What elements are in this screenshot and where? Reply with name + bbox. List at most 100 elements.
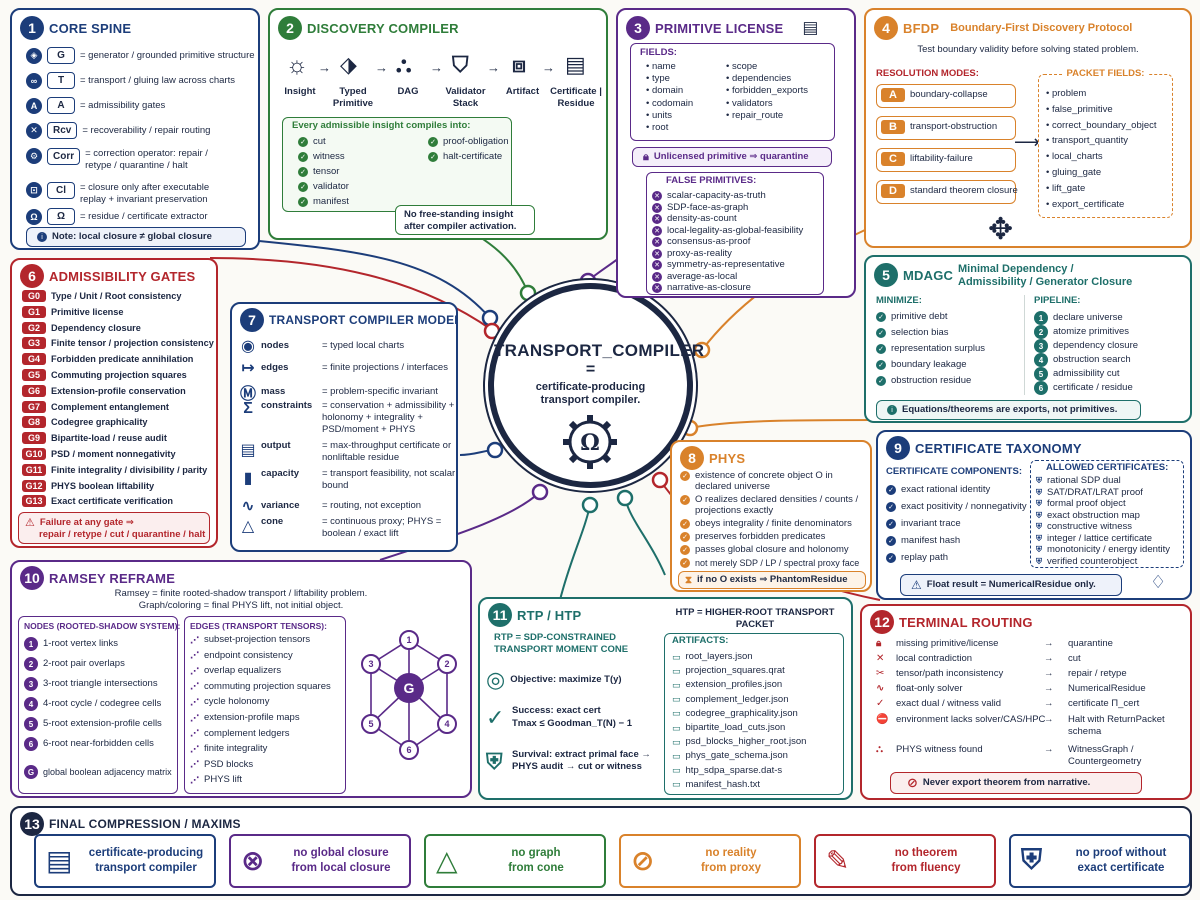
section-subtitle: Boundary-First Discovery Protocol	[950, 21, 1133, 34]
maxim-line: no global closure	[293, 847, 389, 859]
gate-text: Exact certificate verification	[51, 496, 174, 507]
gate-failure-note: ⚠Failure at any gate ⇒ repair / retype /…	[18, 512, 210, 544]
gate-text: Primitive license	[51, 306, 124, 317]
artifacts-title: ARTIFACTS:	[672, 635, 729, 646]
spine-text: = closure only after executable replay +…	[80, 182, 210, 205]
section-title: RAMSEY REFRAME	[49, 570, 176, 586]
spine-text: = recoverability / repair routing	[82, 124, 211, 136]
pipeline-step: declare universe	[1053, 312, 1123, 323]
check-icon: ✓	[876, 360, 886, 370]
compile-item: manifest	[313, 196, 349, 207]
routing-outcome: NumericalResidue	[1068, 683, 1146, 694]
panel-phys: 8 PHYS ✓existence of concrete object O i…	[670, 440, 872, 592]
ramsey-desc: Graph/coloring = final PHYS lift, not in…	[138, 600, 344, 611]
x-icon: ✕	[652, 283, 662, 293]
components-title: CERTIFICATE COMPONENTS:	[886, 466, 1022, 477]
field-item: • dependencies	[726, 73, 792, 85]
edge-item: PHYS lift	[204, 774, 243, 786]
gate-text: Type / Unit / Root consistency	[51, 291, 182, 301]
check-icon: ✓	[886, 502, 896, 512]
check-icon: ✓	[298, 137, 308, 147]
packet-item: • transport_quantity	[1046, 135, 1129, 147]
check-icon: ✓	[886, 536, 896, 546]
field-item: • units	[646, 109, 673, 121]
check-icon: ✓	[876, 698, 885, 709]
box-icon: ⧈	[512, 52, 526, 77]
shield-check-icon: ⛨	[1021, 844, 1043, 875]
note-text: Float result = NumericalResidue only.	[926, 579, 1096, 590]
section-number: 9	[886, 436, 910, 460]
false-title: FALSE PRIMITIVES:	[666, 175, 757, 186]
packet-item: • local_charts	[1046, 151, 1103, 163]
droplet-icon: ♢	[1150, 572, 1167, 592]
gate-text: Bipartite-load / reuse audit	[51, 433, 167, 444]
graph-node: 2	[437, 654, 457, 674]
maxim-line: from proxy	[700, 862, 762, 874]
graph-center-node: G	[394, 673, 424, 703]
edge-icon: ⋰	[190, 696, 199, 707]
node-item: 3-root triangle intersections	[43, 678, 158, 689]
section-title: MDAGC	[903, 267, 954, 283]
check-icon: ✓	[298, 182, 308, 192]
check-circle-icon: ✓	[486, 705, 505, 730]
mdagc-note: i Equations/theorems are exports, not pr…	[876, 400, 1141, 420]
spine-code: Ω	[47, 208, 75, 225]
capacity-icon: ▮	[243, 470, 253, 487]
routing-outcome: cut	[1068, 653, 1081, 664]
section-title: PRIMITIVE LICENSE	[655, 20, 784, 36]
packet-item: • problem	[1046, 88, 1087, 99]
edge-item: endpoint consistency	[204, 649, 293, 661]
maxim-line: exact certificate	[1077, 862, 1165, 874]
routing-arrow: →	[1044, 668, 1054, 679]
spine-code: T	[47, 72, 75, 89]
pipeline-step: admissibility cut	[1053, 368, 1120, 379]
core-spine-note: i Note: local closure ≠ global closure	[26, 227, 246, 247]
artifact-item: extension_profiles.json	[685, 679, 783, 691]
routing-condition: float-only solver	[896, 683, 963, 694]
omega-gear-icon: Ω	[563, 415, 617, 469]
note-text: if no O exists ⇒ PhantomResidue	[697, 574, 848, 585]
cone-icon: △	[241, 518, 255, 535]
phys-item: passes global closure and holonomy	[695, 544, 849, 555]
spine-text: = admissibility gates	[80, 99, 166, 111]
file-icon: ▭	[672, 736, 681, 747]
edge-icon: ⋰	[190, 728, 199, 739]
gate-text: Dependency closure	[51, 322, 141, 333]
check-icon: ✓	[428, 137, 438, 147]
edges-icon: ↦	[241, 360, 255, 377]
check-icon: ✓	[680, 519, 690, 529]
minimize-item: selection bias	[891, 327, 949, 338]
check-icon: ✓	[680, 545, 690, 555]
gate-code: G2	[22, 321, 46, 334]
section-title: FINAL COMPRESSION / MAXIMS	[49, 817, 241, 831]
section-title: PHYS	[709, 450, 746, 466]
field-item: • codomain	[646, 97, 694, 109]
routing-arrow: →	[1044, 744, 1054, 755]
spine-text: = transport / gluing law across charts	[80, 74, 235, 86]
fields-box	[630, 43, 835, 141]
minimize-item: obstruction residue	[891, 375, 972, 386]
artifact-item: psd_blocks_higher_root.json	[685, 736, 807, 748]
pipeline-title: PIPELINE:	[1034, 295, 1081, 306]
edge-icon: ⋰	[190, 743, 199, 754]
x-icon: ✕	[652, 271, 662, 282]
x-icon: ✕	[652, 214, 662, 224]
edge-item: subset-projection tensors	[204, 634, 311, 645]
maxim-line: no graph	[511, 847, 561, 859]
link-icon: ∞	[26, 72, 42, 89]
check-icon: ✓	[680, 471, 690, 481]
note-text: Unlicensed primitive ⇒ quarantine	[653, 151, 809, 162]
false-item: symmetry-as-representative	[667, 259, 785, 270]
allowed-title: ALLOWED CERTIFICATES:	[1046, 462, 1169, 473]
file-icon: ▭	[672, 765, 681, 776]
section-title: TERMINAL ROUTING	[899, 614, 1033, 630]
artifacts-box	[664, 633, 844, 795]
artifact-item: root_layers.json	[685, 651, 753, 662]
edge-icon: ⋰	[190, 681, 199, 692]
